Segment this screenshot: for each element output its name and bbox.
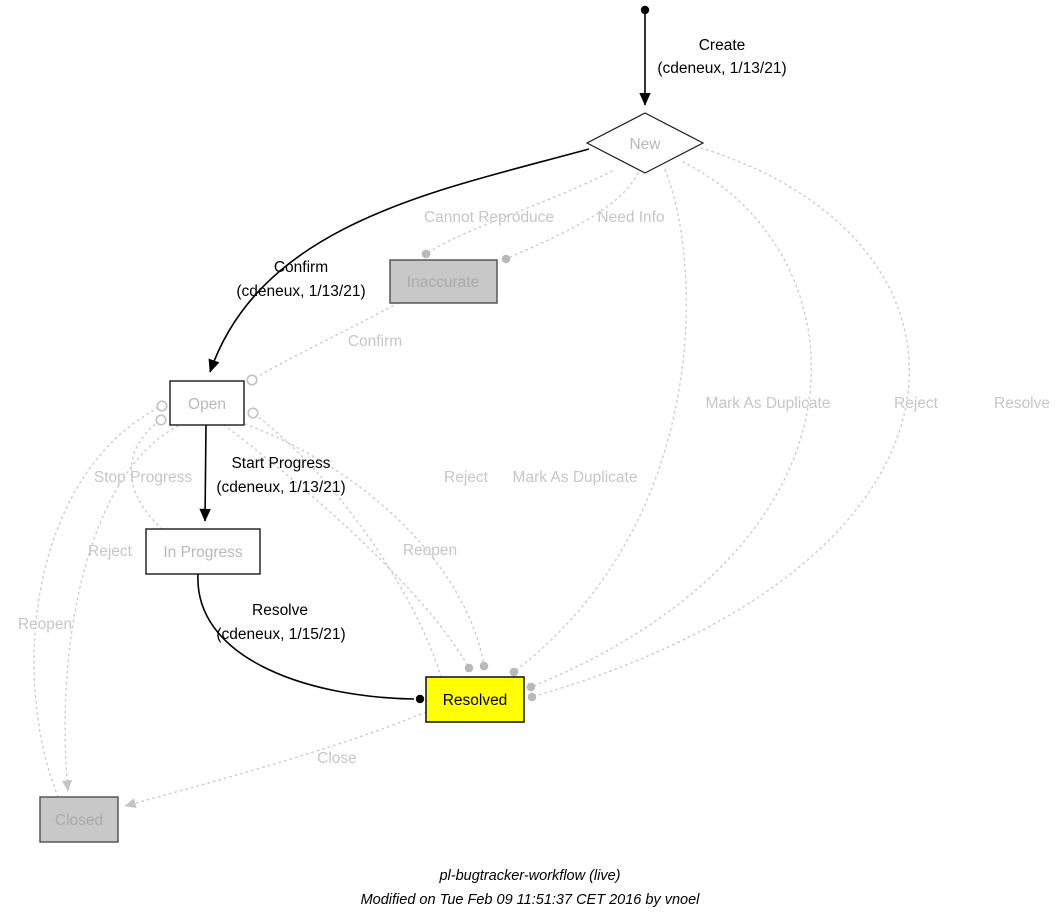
edge-reopen-closed: [33, 400, 168, 798]
edge-confirm-new-open-detail: (cdeneux, 1/13/21): [236, 283, 365, 300]
edge-start-progress-label: Start Progress: [231, 455, 330, 472]
edge-resolve-new-label: Resolve: [994, 395, 1050, 412]
edge-mark-as-duplicate-new: [509, 169, 687, 677]
node-open[interactable]: Open: [169, 380, 245, 426]
edge-stop-progress-label: Stop Progress: [94, 469, 192, 486]
edge-close: [124, 711, 427, 809]
node-new-shape[interactable]: [585, 112, 705, 174]
footer: pl-bugtracker-workflow (live) Modified o…: [361, 868, 701, 908]
edge-reject-open: [223, 424, 474, 673]
edge-reject-left-label: Reject: [88, 543, 133, 560]
footer-title: pl-bugtracker-workflow (live): [438, 868, 620, 884]
node-open-label: Open: [188, 396, 226, 413]
edge-resolve-new: [527, 147, 910, 702]
node-in-progress-shape[interactable]: [145, 528, 261, 575]
node-resolved-shape[interactable]: [425, 676, 525, 723]
edge-stop-progress: [130, 414, 167, 530]
node-in-progress[interactable]: In Progress: [145, 528, 261, 575]
edge-reject-new: [526, 161, 812, 692]
node-inaccurate-label: Inaccurate: [407, 274, 479, 291]
footer-modified: Modified on Tue Feb 09 11:51:37 CET 2016…: [361, 892, 701, 908]
edge-mark-as-duplicate-new-label: Mark As Duplicate: [706, 395, 831, 412]
start-dot: [640, 5, 650, 15]
node-closed-shape[interactable]: [39, 796, 119, 843]
edge-need-info: [501, 172, 639, 264]
state-nodes: New Inaccurate Open In Progress Resolved…: [39, 112, 705, 843]
node-resolved[interactable]: Resolved: [425, 676, 525, 723]
edge-reopen-resolved-label: Reopen: [403, 542, 457, 559]
edge-need-info-label: Need Info: [597, 209, 664, 226]
node-open-shape[interactable]: [169, 380, 245, 426]
node-closed[interactable]: Closed: [39, 796, 119, 843]
edge-close-label: Close: [317, 750, 357, 767]
edge-mark-as-duplicate-open: [239, 421, 489, 671]
node-new[interactable]: New: [585, 112, 705, 174]
node-new-label: New: [629, 136, 661, 153]
edge-confirm-new-open-label: Confirm: [274, 259, 328, 276]
edge-reopen-closed-label: Reopen: [18, 616, 72, 633]
inactive-edges: Cannot Reproduce Need Info Confirm Mark …: [18, 147, 1050, 809]
edge-create-detail: (cdeneux, 1/13/21): [657, 60, 786, 77]
node-closed-label: Closed: [55, 812, 103, 829]
edge-resolve-end-dot: [415, 694, 425, 704]
edge-resolve-in-progress-detail: (cdeneux, 1/15/21): [216, 626, 345, 643]
node-inaccurate[interactable]: Inaccurate: [389, 259, 498, 304]
edge-reject-new-label: Reject: [894, 395, 939, 412]
edge-start-progress: [199, 424, 211, 522]
node-resolved-label: Resolved: [443, 692, 508, 709]
edge-reopen-resolved: [247, 407, 442, 678]
edge-resolve-in-progress: [197, 573, 415, 700]
edge-confirm-inaccurate: [246, 302, 399, 386]
node-inaccurate-shape[interactable]: [389, 259, 498, 304]
edge-confirm-new-open: [208, 148, 590, 373]
edge-reject-open-label: Reject: [444, 469, 489, 486]
edge-confirm-inaccurate-label: Confirm: [348, 333, 402, 350]
edge-mark-as-duplicate-open-label: Mark As Duplicate: [513, 469, 638, 486]
node-in-progress-label: In Progress: [163, 544, 243, 561]
edge-create-label: Create: [699, 37, 746, 54]
edge-start-progress-detail: (cdeneux, 1/13/21): [216, 479, 345, 496]
edge-resolve-in-progress-label: Resolve: [252, 602, 308, 619]
active-edges: Create (cdeneux, 1/13/21) Confirm (cdene…: [197, 5, 787, 704]
edge-cannot-reproduce-label: Cannot Reproduce: [424, 209, 554, 226]
